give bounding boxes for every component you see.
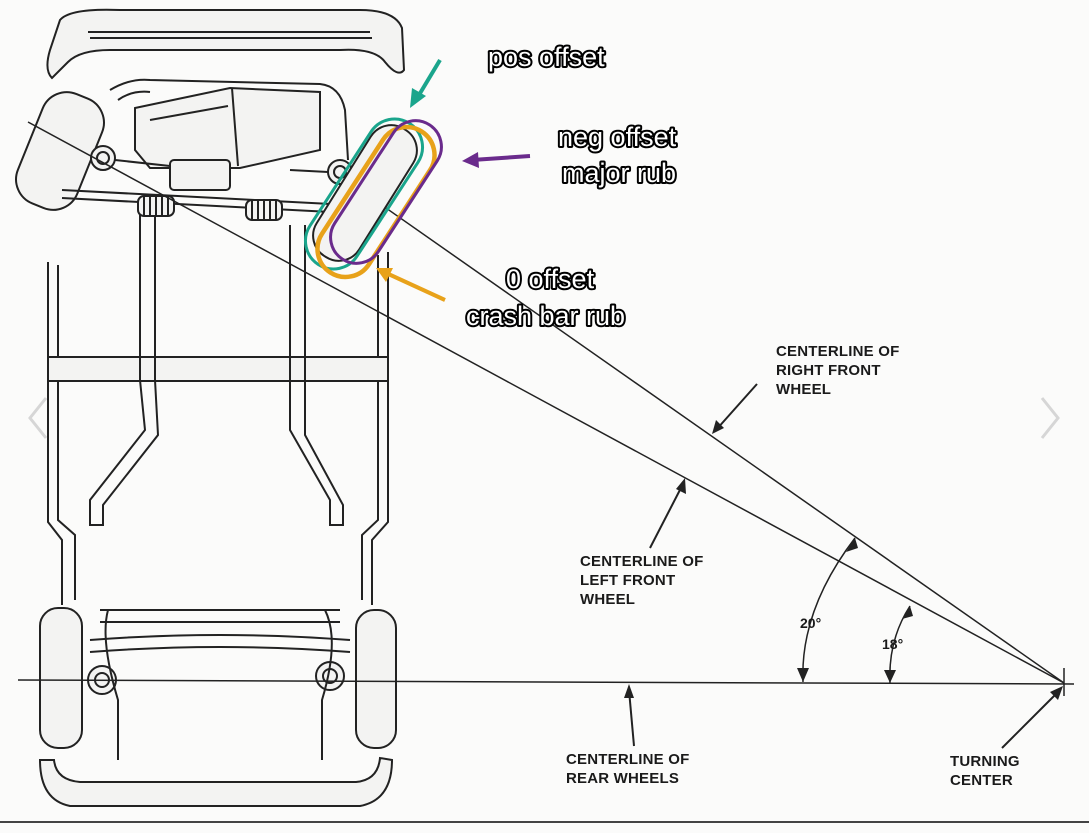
zero-offset-label-line1: 0 offset: [506, 264, 595, 294]
svg-text:LEFT FRONT: LEFT FRONT: [580, 572, 675, 589]
turning-center-label: TURNING CENTER: [950, 753, 1020, 789]
angle-label-18: 18°: [882, 636, 903, 652]
neg-offset-label-line1: neg offset: [558, 122, 677, 152]
rear-right-wheel: [355, 609, 397, 749]
steering-rack: [61, 189, 351, 214]
pos-offset-label: pos offset: [488, 42, 605, 72]
svg-text:CENTERLINE OF: CENTERLINE OF: [776, 343, 899, 360]
neg-offset-arrow: [471, 154, 531, 162]
right-front-label: CENTERLINE OF RIGHT FRONT WHEEL: [776, 343, 899, 398]
geometry-lines: [17, 121, 1075, 749]
svg-text:CENTERLINE OF: CENTERLINE OF: [580, 553, 703, 570]
rack-boot-left: [137, 195, 175, 217]
left-front-centerline: [27, 121, 1065, 684]
svg-text:RIGHT FRONT: RIGHT FRONT: [776, 362, 881, 379]
angle-arc-20: [802, 537, 856, 683]
crossmember: [47, 356, 389, 382]
svg-text:TURNING: TURNING: [950, 753, 1020, 770]
svg-text:REAR WHEELS: REAR WHEELS: [566, 770, 679, 787]
front-left-wheel: [15, 91, 105, 211]
neg-offset-outline: [329, 119, 443, 265]
frame-rail-left: [57, 265, 76, 600]
chevron-right-icon[interactable]: [1038, 396, 1062, 440]
rear-bumper: [38, 756, 394, 807]
rear-axle: [89, 634, 351, 653]
rack-boot-right: [245, 199, 283, 221]
engine: [134, 86, 321, 169]
rear-wheel-centerline: [17, 679, 1075, 685]
svg-text:WHEEL: WHEEL: [776, 381, 831, 398]
angle-label-20: 20°: [800, 615, 821, 631]
neg-offset-label-line2: major rub: [562, 158, 676, 188]
left-front-label: CENTERLINE OF LEFT FRONT WHEEL: [580, 553, 703, 608]
chevron-left-icon[interactable]: [26, 396, 50, 440]
right-front-centerline: [345, 179, 1065, 684]
rear-label: CENTERLINE OF REAR WHEELS: [566, 751, 689, 787]
zero-offset-arrow: [383, 270, 446, 302]
annotation-arrows: [376, 58, 531, 302]
svg-text:WHEEL: WHEEL: [580, 591, 635, 608]
pos-offset-outline: [304, 117, 424, 271]
svg-text:CENTERLINE OF: CENTERLINE OF: [566, 751, 689, 768]
frame-rail-right: [361, 255, 379, 600]
zero-offset-label-line2: crash bar rub: [466, 301, 625, 331]
rear-left-wheel: [39, 607, 83, 749]
svg-text:CENTER: CENTER: [950, 772, 1013, 789]
front-right-wheel-group: [304, 117, 443, 280]
front-right-wheel: [312, 124, 418, 262]
car-chassis: [15, 8, 406, 807]
front-bumper: [46, 8, 406, 80]
